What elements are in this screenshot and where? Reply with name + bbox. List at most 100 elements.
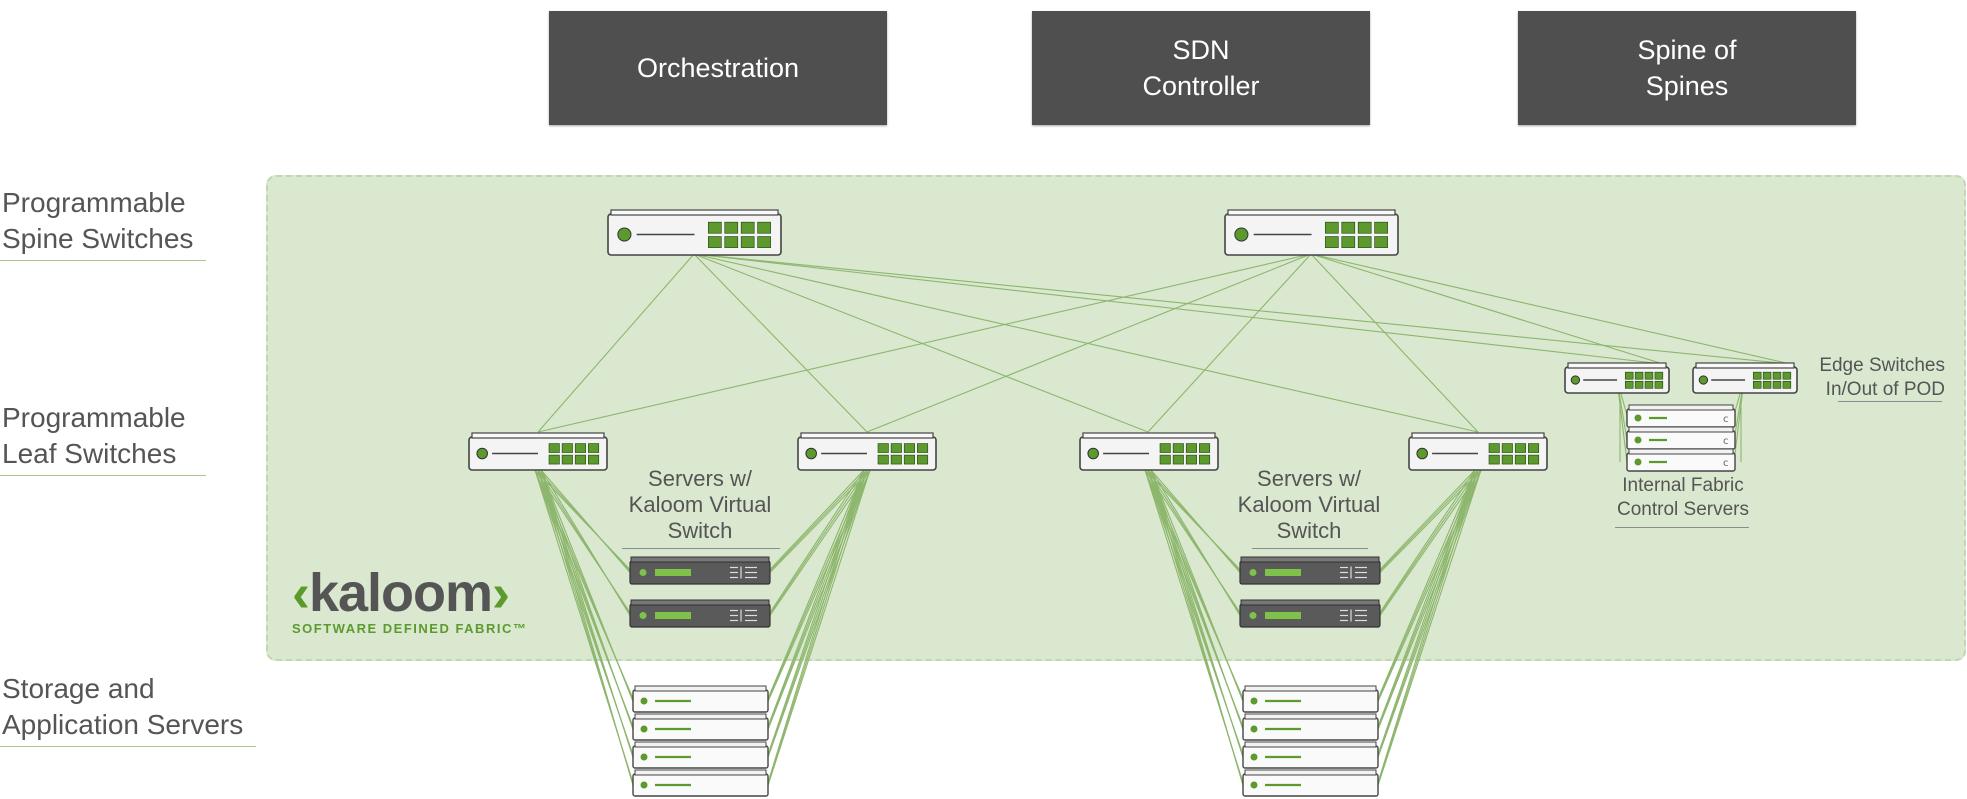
server-bar [1265,569,1301,576]
switch-port [1324,236,1339,248]
row-label-storage: Storage and Application Servers [2,673,244,740]
switch-port [1357,236,1372,248]
switch-top [1082,432,1216,439]
leaf-server-link [1150,469,1244,730]
switch-port [890,443,902,453]
server-top [634,769,767,776]
leaf-server-link [769,469,868,572]
leaf-server-link [1377,469,1476,699]
server-top [1628,426,1734,433]
leaf-server-link [767,469,865,783]
leaf-server-link [769,469,865,613]
server-led [1250,753,1258,761]
switch-port [1172,443,1184,453]
switch-port [1624,371,1634,380]
logo-tagline: SOFTWARE DEFINED FABRIC™ [292,621,528,636]
server-tag: c [1723,436,1729,447]
logo-wordmark: ‹kaloom› [292,563,510,623]
switch-port [1654,380,1664,389]
server-led [1634,436,1642,444]
server-tag: c [1723,458,1729,469]
switch-port [1782,380,1792,389]
leaf-server-link [540,469,634,758]
spine-of-spines-label: Spine of Spines [1637,35,1737,101]
switch-led [1570,375,1581,385]
switch-port [724,221,739,234]
vswitch-server-3 [1239,556,1381,585]
spine-leaf-link [537,253,695,433]
caption-rule-right [1252,548,1368,549]
switch-port [1528,454,1540,465]
server-body [1242,689,1379,713]
leaf-switch-4 [1408,432,1548,471]
server-led [1249,569,1257,576]
server-top [1244,685,1377,692]
switch-led [617,227,632,242]
server-led [640,697,648,705]
switch-port [1501,443,1513,453]
switch-port [1357,221,1372,234]
storage-server-left-2 [632,713,769,741]
switch-port [890,454,902,465]
row-rule-storage [0,746,256,747]
leaf-server-link [767,469,871,786]
switch-port [1199,443,1211,453]
server-top [1628,448,1734,455]
leaf-server-link [769,469,865,570]
leaf-switch-3 [1079,432,1219,471]
leaf-server-link [767,469,868,785]
server-led [1634,414,1642,422]
switch-port [740,221,755,234]
server-body [1242,717,1379,741]
switch-port [1341,221,1356,234]
server-top [634,741,767,748]
switch-port [1374,221,1388,234]
storage-server-right-2 [1242,713,1379,741]
server-led [1250,697,1258,705]
server-led [639,569,647,576]
switch-port [1341,236,1356,248]
switch-top [1411,432,1545,439]
switch-port [724,236,739,248]
switch-top [610,209,779,216]
switch-port [1762,380,1772,389]
switch-led [1087,447,1099,460]
switch-port [561,454,573,465]
switch-top [1695,362,1795,369]
spine-edge-link [1310,253,1664,365]
switch-port [1772,380,1782,389]
links [534,253,1791,786]
caption-servers-left: Servers w/ Kaloom Virtual Switch [628,466,772,543]
sdn-controller-box: SDN Controller [1032,11,1370,125]
storage-server-right-4 [1242,769,1379,797]
leaf-server-link [1150,469,1241,616]
server-top [630,599,770,606]
switch-port [548,443,560,453]
spine-leaf-link [1147,253,1312,433]
switch-port [917,443,929,453]
server-led [1249,612,1257,619]
switch-led [805,447,817,460]
leaf-server-link [1150,469,1241,573]
switch-port [1374,236,1388,248]
leaf-server-link [1377,469,1482,758]
vswitch-server-1 [629,556,771,585]
server-body [632,717,769,741]
storage-server-left-4 [632,769,769,797]
storage-server-left-1 [632,685,769,713]
vswitch-server-4 [1239,599,1381,628]
switch-port [1185,454,1197,465]
leaf-server-link [767,469,871,702]
leaf-server-link [1150,469,1244,702]
leaf-server-link [767,469,871,758]
server-led [639,612,647,619]
row-label-leaf: Programmable Leaf Switches [2,402,186,469]
switch-port [1185,443,1197,453]
switch-port [1644,380,1654,389]
spine-edge-link [1310,253,1791,365]
switch-port [740,236,755,248]
switch-port [757,236,771,248]
switch-port [1752,380,1762,389]
spine-leaf-link [693,253,1479,433]
server-led [1250,781,1258,789]
